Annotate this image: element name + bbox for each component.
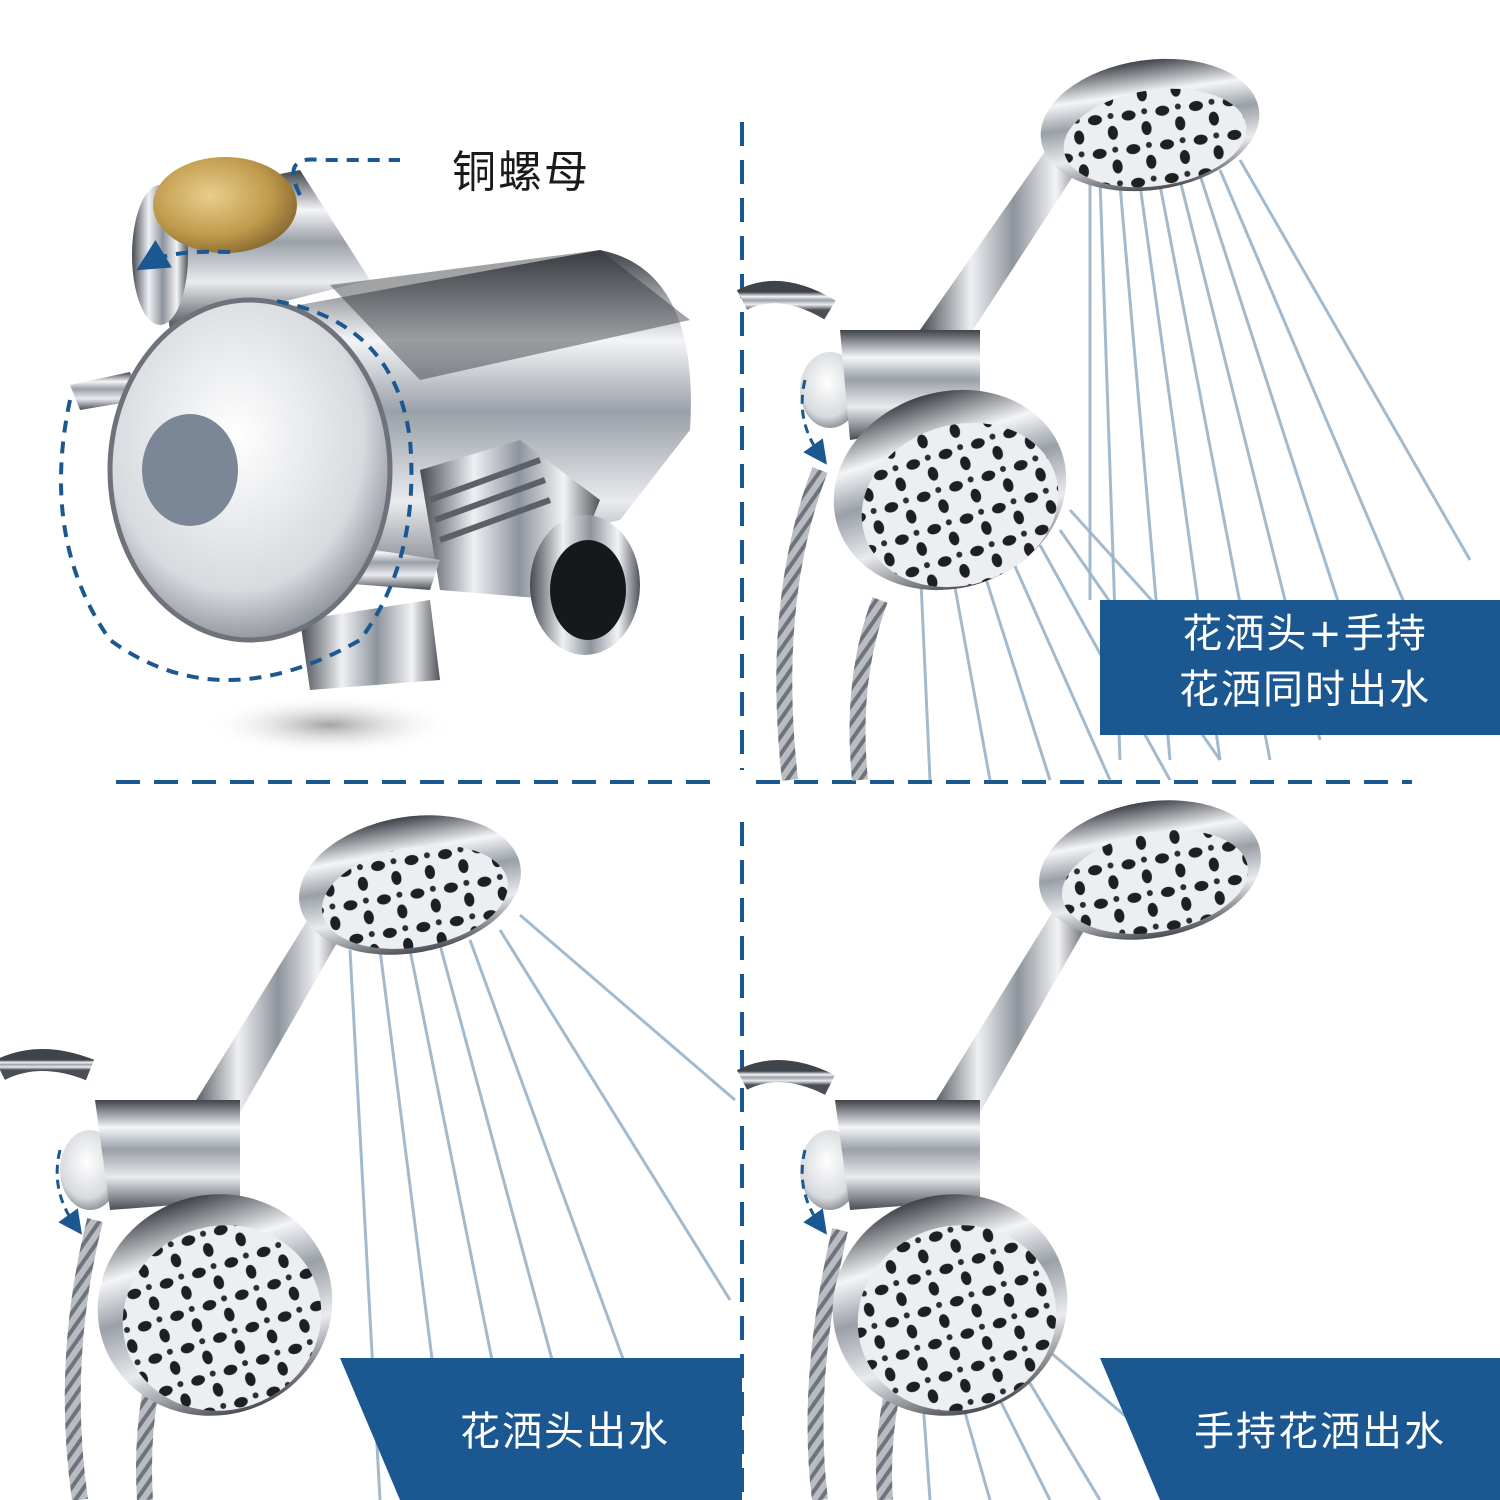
label-banner bbox=[1100, 600, 1500, 735]
diverter-valve bbox=[70, 157, 691, 755]
label-banner bbox=[1100, 1358, 1500, 1500]
label-both-line1: 花洒头+手持 bbox=[1182, 611, 1428, 657]
rotate-arrow-icon bbox=[800, 1149, 827, 1235]
label-fixed-head: 花洒头出水 bbox=[460, 1409, 670, 1455]
panel-dividers bbox=[116, 122, 1412, 1500]
rotate-arrow-icon bbox=[55, 1149, 82, 1235]
rotate-arrow-icon bbox=[800, 379, 827, 465]
label-both-line2: 花洒同时出水 bbox=[1179, 667, 1431, 713]
rotate-arrow-icon bbox=[136, 240, 231, 271]
shower-handheld-only bbox=[736, 800, 1261, 1500]
shower-fixed-only bbox=[0, 815, 736, 1500]
brass-nut-callout: 铜螺母 bbox=[452, 147, 590, 198]
label-both-outlets: 花洒头+手持 花洒同时出水 bbox=[1140, 606, 1470, 718]
label-handheld: 手持花洒出水 bbox=[1194, 1409, 1446, 1455]
label-banner bbox=[340, 1358, 742, 1500]
brass-nut bbox=[153, 157, 297, 253]
rotate-arrow-icon bbox=[59, 298, 414, 682]
